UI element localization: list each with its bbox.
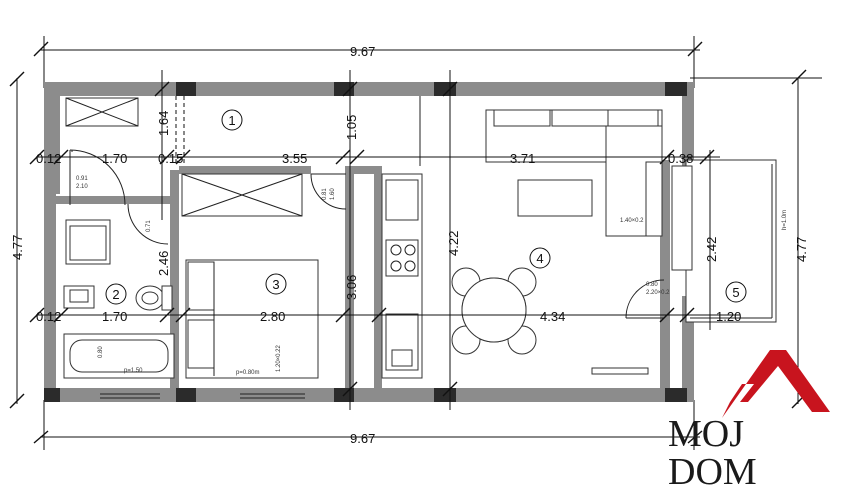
room-number-3: 3	[265, 273, 287, 295]
wall-a-label: 0.12	[36, 151, 61, 166]
door-main-w: 0.91	[76, 176, 88, 182]
dashed-partition	[175, 96, 185, 166]
logo-line-2: DOM	[668, 451, 757, 493]
svg-text:5: 5	[732, 285, 739, 300]
wall-a2-label: 0.12	[36, 309, 61, 324]
bed	[185, 259, 319, 379]
entry-width-label: 1.70	[102, 151, 127, 166]
door-main-h: 2.10	[76, 184, 88, 190]
vertical-dim-hall: 1.64 2.46	[154, 70, 171, 276]
bathroom-fixtures: 0.80 p=1.50	[63, 219, 175, 399]
room-number-5: 5	[725, 281, 747, 303]
window-bed-label: p=0.80m	[236, 370, 260, 376]
dimension-top: 9.67	[33, 36, 703, 88]
svg-text:4: 4	[536, 251, 543, 266]
room-number-1: 1	[221, 109, 243, 131]
sofa: 1.40×0.2	[485, 109, 663, 237]
balcony-door: 0.80 2.20×0.2	[625, 279, 670, 319]
door-bed-h: 1.60	[330, 188, 336, 200]
door-bed-w: 0.81	[322, 188, 328, 200]
logo-roof-icon	[722, 350, 830, 418]
balcony-rail-label: h=1.0m	[782, 210, 788, 230]
window-bed-h: 1.20×0.22	[276, 344, 282, 372]
room-number-2: 2	[105, 283, 127, 305]
wardrobe-top	[65, 97, 139, 127]
vertical-dim-balcony: 2.42	[704, 150, 719, 330]
balcony: h=1.0m	[671, 159, 788, 323]
window-living-label: 1.40×0.2	[620, 218, 644, 224]
kitchen-counter	[381, 96, 423, 379]
logo-line-1: MOJ	[668, 413, 744, 455]
wall-c-label: 0.38	[668, 151, 693, 166]
bedroom-height-label: 3.06	[344, 275, 359, 300]
living-width-label: 3.71	[510, 151, 535, 166]
tub-label: 0.80	[98, 346, 104, 358]
tv-stand	[591, 367, 649, 375]
entry-door: 0.91 2.10	[69, 149, 126, 206]
vertical-dim-bedroom: 1.05 3.06	[342, 70, 359, 410]
balcony-door-w: 0.80	[646, 282, 658, 288]
height-left-label: 4.77	[10, 235, 25, 260]
total-width-bottom-label: 9.67	[350, 431, 375, 446]
total-width-top-label: 9.67	[350, 44, 375, 59]
dimension-bottom: 9.67	[33, 400, 703, 450]
balcony-width-label: 1.20	[716, 309, 741, 324]
hall-width-label: 3.55	[282, 151, 307, 166]
living-height-label: 4.22	[446, 231, 461, 256]
hall-height-label: 1.64	[156, 111, 171, 136]
svg-text:2: 2	[112, 287, 119, 302]
height-right-label: 4.77	[794, 237, 809, 262]
inner-dimension-row-2: 0.12 1.70 2.80 4.34 1.20	[29, 307, 741, 324]
bath-width-label: 1.70	[102, 309, 127, 324]
svg-text:1: 1	[228, 113, 235, 128]
coffee-table	[517, 179, 593, 217]
vertical-dim-living: 4.22	[442, 70, 461, 410]
window-bath-label: p=1.50	[124, 368, 143, 374]
balcony-door-h: 2.20×0.2	[646, 290, 670, 296]
bedroom-width-label: 2.80	[260, 309, 285, 324]
wardrobe-bedroom	[181, 173, 303, 217]
dimension-left: 4.77	[9, 71, 25, 409]
kitchen-top-height-label: 1.05	[344, 115, 359, 140]
wall-b-label: 0.15	[158, 151, 183, 166]
moj-dom-logo: MOJ DOM	[668, 350, 830, 493]
living-lower-width-label: 4.34	[540, 309, 565, 324]
svg-text:3: 3	[272, 277, 279, 292]
bathroom-door: 0.71	[127, 203, 169, 245]
dining-set	[451, 267, 537, 355]
bedroom-door: 0.81 1.60	[310, 173, 347, 210]
room-number-4: 4	[529, 247, 551, 269]
inner-dimension-row-1: 0.12 1.70 0.15 3.55 3.71 0.38	[29, 149, 720, 166]
door-bath-label: 0.71	[146, 220, 152, 232]
bath-height-label: 2.46	[156, 251, 171, 276]
balcony-height-label: 2.42	[704, 237, 719, 262]
